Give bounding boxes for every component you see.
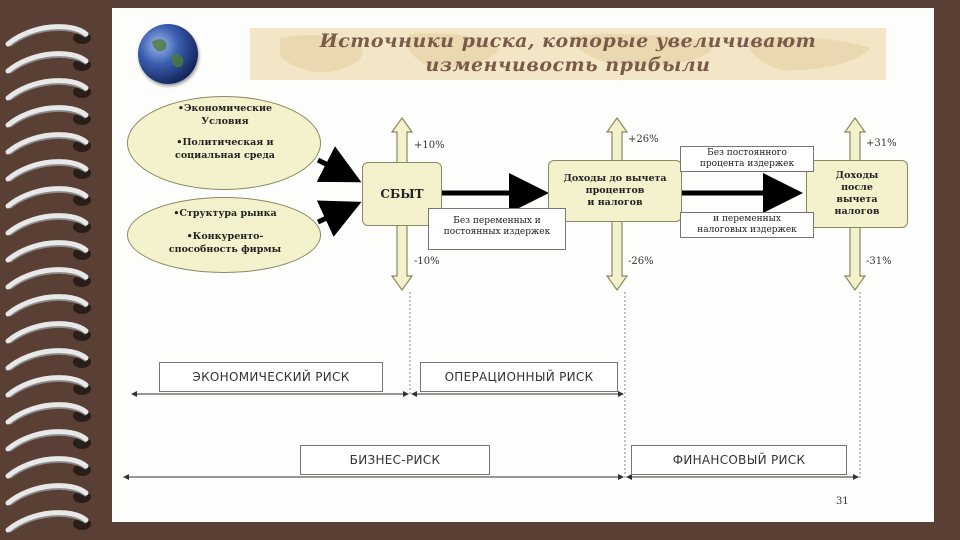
box-operational-risk: ОПЕРАЦИОННЫЙ РИСК — [420, 362, 618, 392]
percent-ebit-up: +26% — [628, 134, 659, 145]
binding-ring — [5, 483, 91, 506]
percent-sales-down: -10% — [414, 256, 440, 267]
spiral-binding — [0, 0, 112, 540]
percent-eat-down: -31% — [866, 256, 892, 267]
label-fixed-variable-costs: Без переменных и постоянных издержек — [428, 208, 566, 250]
box-business-risk: БИЗНЕС-РИСК — [300, 445, 490, 475]
label-variable-taxes-line-2: налоговых издержек — [697, 225, 797, 235]
binding-ring — [5, 429, 91, 452]
binding-ring — [5, 51, 91, 74]
source-market-structure: •Структура рынка — [173, 208, 277, 219]
label-fixed-variable-line-2: постоянных издержек — [443, 227, 551, 237]
binding-ring — [5, 159, 91, 182]
node-ebit: Доходы до вычета процентов и налогов — [548, 160, 682, 222]
binding-ring — [5, 78, 91, 101]
box-financial-risk: ФИНАНСОВЫЙ РИСК — [631, 445, 847, 475]
arrow-bottom-ellipse-to-sales — [316, 200, 362, 237]
binding-ring — [5, 267, 91, 290]
ellipse-top-text: •Экономические Условия •Политическая и с… — [150, 102, 300, 162]
operational-risk-label: ОПЕРАЦИОННЫЙ РИСК — [444, 370, 594, 384]
ellipse-market-competitiveness — [127, 197, 321, 273]
label-fixed-variable-line-1: Без переменных и — [453, 216, 541, 226]
source-political-2: социальная среда — [175, 150, 275, 161]
node-eat-line-1: Доходы — [835, 170, 879, 181]
binding-ring — [5, 510, 91, 533]
globe-icon — [138, 24, 198, 84]
binding-ring — [5, 132, 91, 155]
binding-ring — [5, 294, 91, 317]
world-map-background — [280, 32, 870, 73]
source-political: •Политическая и — [176, 137, 274, 148]
node-sales-label: СБЫТ — [380, 187, 424, 201]
business-risk-label: БИЗНЕС-РИСК — [349, 453, 441, 467]
percent-sales-up: +10% — [414, 140, 445, 151]
binding-ring — [5, 456, 91, 479]
title-banner: Источники риска, которые увеличивают изм… — [250, 28, 886, 80]
label-fixed-interest-line-1: Без постоянного — [707, 148, 787, 158]
economic-risk-label: ЭКОНОМИЧЕСКИЙ РИСК — [192, 370, 350, 384]
node-eat-line-4: налогов — [834, 206, 880, 217]
node-ebit-line-1: Доходы до вычета — [563, 173, 667, 184]
label-fixed-interest: Без постоянного процента издержек — [680, 146, 814, 172]
box-economic-risk: ЭКОНОМИЧЕСКИЙ РИСК — [159, 362, 383, 392]
source-economic-2: Условия — [201, 116, 249, 127]
binding-ring — [5, 105, 91, 128]
source-economic: •Экономические — [177, 103, 273, 114]
source-competitiveness-2: способность фирмы — [168, 244, 282, 255]
node-ebit-line-2: процентов — [585, 185, 645, 196]
node-eat-line-2: после — [841, 182, 873, 193]
percent-ebit-down: -26% — [628, 256, 654, 267]
percent-eat-up: +31% — [866, 138, 897, 149]
binding-ring — [5, 321, 91, 344]
node-eat: Доходы после вычета налогов — [806, 160, 908, 228]
financial-risk-label: ФИНАНСОВЫЙ РИСК — [672, 453, 806, 467]
label-variable-taxes: и переменных налоговых издержек — [680, 212, 814, 238]
node-eat-line-3: вычета — [836, 194, 878, 205]
binding-ring — [5, 186, 91, 209]
binding-ring — [5, 24, 91, 47]
label-fixed-interest-line-2: процента издержек — [699, 159, 795, 169]
page-number: 31 — [836, 496, 849, 507]
binding-ring — [5, 240, 91, 263]
source-competitiveness: •Конкуренто- — [186, 231, 264, 242]
node-ebit-line-3: и налогов — [587, 197, 643, 208]
title-line-1: Источники риска, которые увеличивают — [319, 30, 817, 52]
title-line-2: изменчивость прибыли — [425, 54, 711, 76]
binding-ring — [5, 213, 91, 236]
binding-ring — [5, 402, 91, 425]
label-variable-taxes-line-1: и переменных — [713, 214, 781, 224]
globe-continents — [152, 39, 184, 68]
arrow-top-ellipse-to-sales — [316, 146, 362, 183]
ellipse-bottom-text: •Структура рынка •Конкуренто- способност… — [150, 207, 300, 256]
binding-ring — [5, 375, 91, 398]
binding-ring — [5, 348, 91, 371]
ellipse-economic-political — [127, 96, 321, 190]
